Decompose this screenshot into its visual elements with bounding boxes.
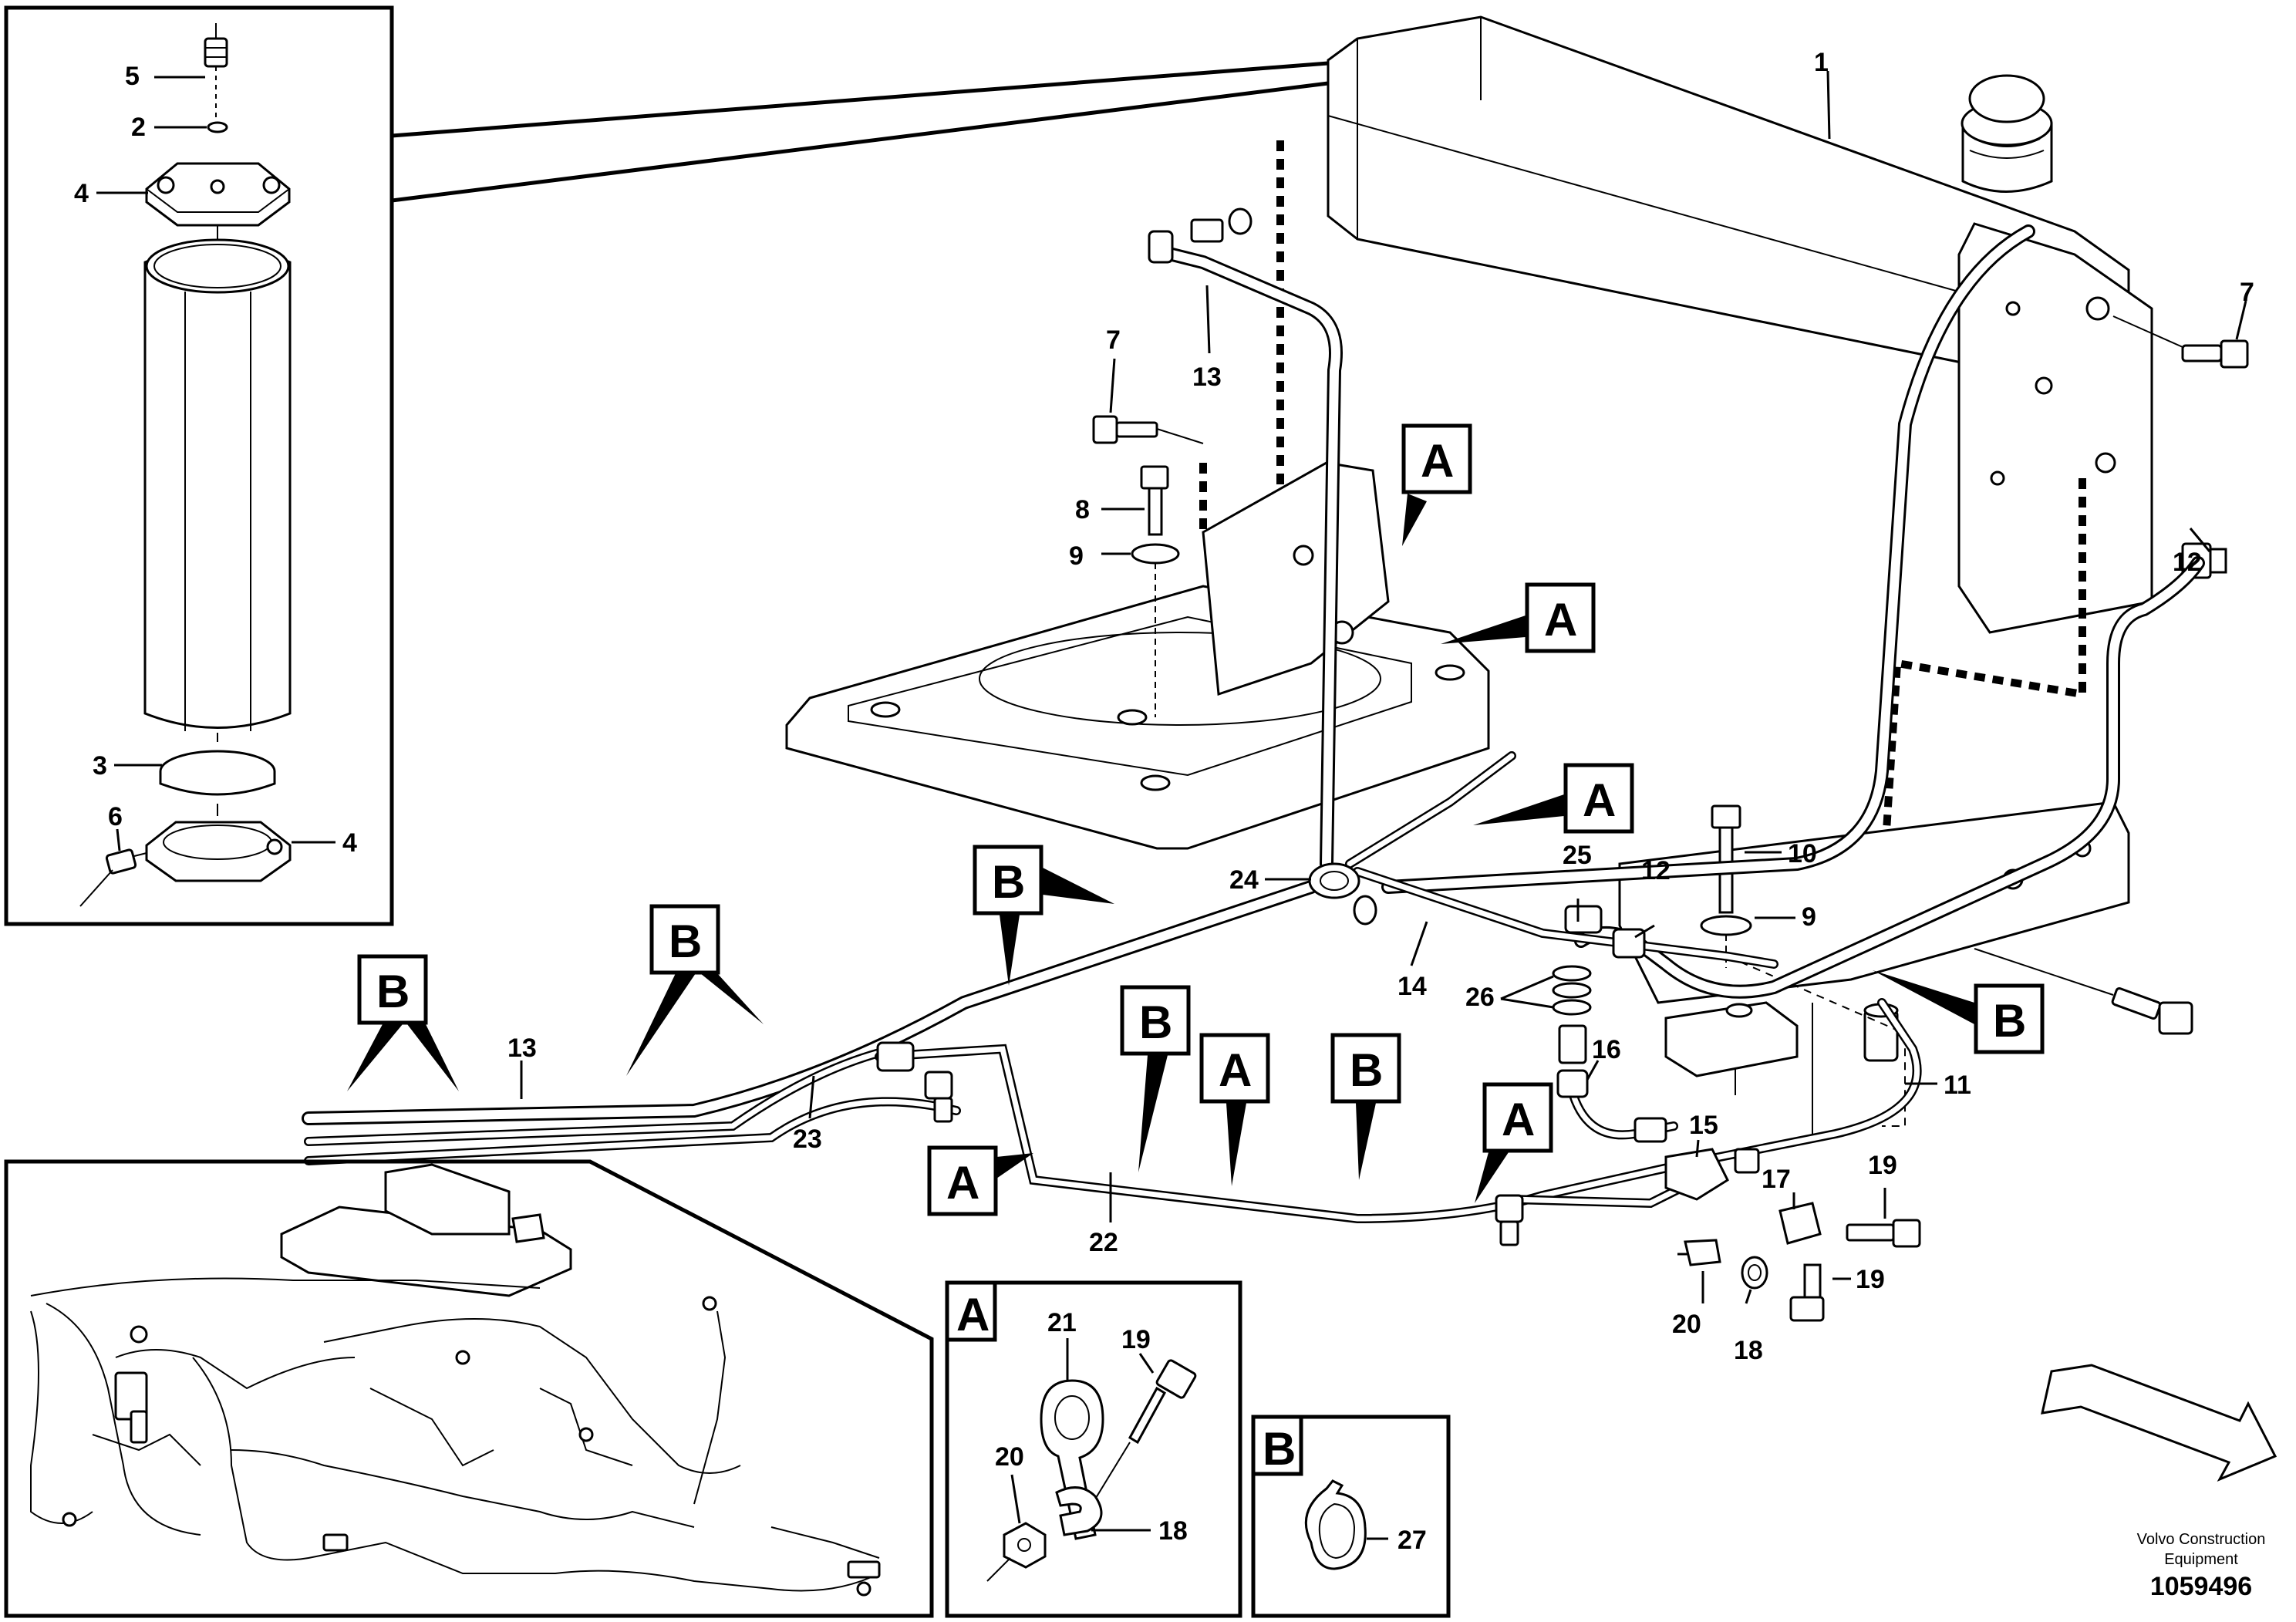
overview-inset: [4, 1159, 934, 1618]
ref-label-b: B: [376, 966, 410, 1017]
drawing-number: 1059496: [2150, 1572, 2252, 1601]
callout-26: 26: [1465, 983, 1495, 1012]
detail-b-label: B: [1263, 1423, 1296, 1475]
callout-18: 18: [1734, 1336, 1763, 1365]
callout-17: 17: [1762, 1165, 1791, 1194]
detail-b-box: B 27: [1251, 1415, 1451, 1618]
callout-15: 15: [1689, 1111, 1718, 1140]
direction-arrow-icon: [2041, 1364, 2277, 1482]
callout-23: 23: [793, 1125, 822, 1154]
callout-10: 10: [1788, 839, 1817, 868]
company-name-line1: Volvo Construction: [2137, 1531, 2266, 1548]
callout-21: 21: [1047, 1308, 1077, 1337]
callout-20: 20: [1672, 1310, 1701, 1339]
callout-16: 16: [1592, 1035, 1621, 1064]
hydraulic-tank-assembly: 1 13 7 7 8 9 12 10 9 12 25 24 14 26 16 1…: [302, 15, 2254, 1365]
callout-9: 9: [1069, 541, 1084, 571]
callout-6: 6: [108, 802, 123, 831]
callout-18: 18: [1158, 1516, 1188, 1546]
drawing-footer: Volvo Construction Equipment 1059496: [2137, 1531, 2266, 1601]
detail-a-label: A: [956, 1289, 990, 1340]
callout-9: 9: [1802, 902, 1816, 932]
callout-13: 13: [507, 1034, 537, 1063]
ref-label-a: A: [1421, 435, 1454, 487]
callout-7: 7: [1106, 325, 1121, 355]
detail-a-box: A 21 19 20 18: [945, 1280, 1242, 1618]
callout-4: 4: [74, 179, 89, 208]
callout-3: 3: [93, 751, 107, 781]
ref-label-b: B: [1993, 995, 2026, 1047]
callout-7: 7: [2240, 278, 2254, 307]
callout-8: 8: [1075, 495, 1090, 524]
callout-12: 12: [2173, 548, 2202, 577]
callout-1: 1: [1814, 48, 1829, 77]
callout-24: 24: [1229, 865, 1259, 895]
callout-5: 5: [125, 62, 140, 91]
callout-19: 19: [1121, 1325, 1151, 1354]
callout-2: 2: [131, 113, 146, 142]
ref-label-a: A: [946, 1157, 979, 1209]
callout-4: 4: [342, 828, 357, 858]
ref-label-a: A: [1502, 1094, 1535, 1145]
ref-label-a: A: [1583, 774, 1616, 826]
callout-14: 14: [1397, 972, 1427, 1001]
callout-20: 20: [995, 1442, 1024, 1472]
ref-label-a: A: [1219, 1044, 1252, 1096]
callout-19: 19: [1868, 1151, 1897, 1180]
callout-11: 11: [1944, 1071, 1971, 1100]
company-name-line2: Equipment: [2164, 1551, 2238, 1568]
callout-12: 12: [1641, 856, 1671, 885]
callout-25: 25: [1563, 841, 1592, 870]
ref-label-b: B: [992, 856, 1025, 908]
ref-label-b: B: [1350, 1044, 1383, 1096]
callout-19: 19: [1856, 1265, 1885, 1294]
callout-22: 22: [1089, 1228, 1118, 1257]
ref-label-a: A: [1544, 594, 1577, 646]
filter-exploded-inset: 5 2 4 3 6 4: [4, 5, 1329, 926]
ref-label-b: B: [669, 916, 702, 967]
callout-13: 13: [1192, 363, 1222, 392]
callout-27: 27: [1397, 1526, 1427, 1555]
ref-label-b: B: [1139, 996, 1172, 1048]
